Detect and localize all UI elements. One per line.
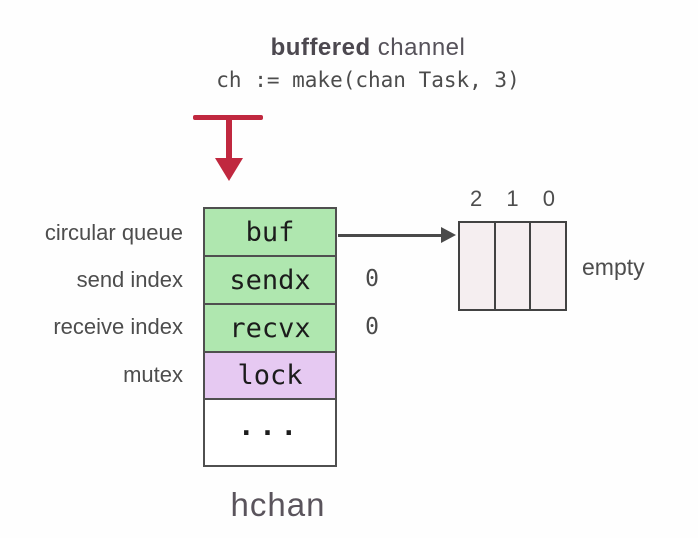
red-arrow-stem — [226, 118, 232, 162]
buffer-index-1: 1 — [506, 186, 519, 211]
struct-row-recvx: recvx — [205, 305, 335, 353]
red-arrow-bar — [193, 115, 263, 120]
red-arrow-down-icon — [215, 158, 243, 181]
recvx-value: 0 — [365, 314, 379, 340]
buffer-index-2: 2 — [470, 186, 483, 211]
buffer-status-label: empty — [582, 254, 645, 280]
buffer-cell-1 — [495, 223, 532, 309]
buffer-index-row: 2 1 0 — [458, 186, 567, 212]
code-line: ch := make(chan Task, 3) — [216, 68, 520, 92]
sendx-value: 0 — [365, 266, 379, 292]
ellipsis-text: ... — [238, 411, 302, 442]
struct-row-sendx: sendx — [205, 257, 335, 305]
label-circular-queue: circular queue — [44, 220, 183, 245]
title-emphasis: buffered — [270, 34, 371, 61]
diagram-title: buffered channel — [38, 34, 698, 62]
title-rest: channel — [370, 34, 466, 61]
buffer-array — [458, 221, 567, 311]
struct-row-lock: lock — [205, 353, 335, 400]
label-receive-index: receive index — [53, 314, 183, 339]
buffer-cell-2 — [460, 223, 496, 309]
buffer-index-0: 0 — [542, 186, 555, 211]
label-send-index: send index — [76, 267, 183, 292]
struct-row-buf: buf — [205, 209, 335, 257]
hchan-caption: hchan — [230, 486, 326, 523]
hchan-struct-table: buf sendx recvx lock ... — [203, 207, 337, 467]
buf-pointer-arrow — [338, 234, 446, 237]
buffer-cell-0 — [531, 223, 566, 309]
struct-row-ellipsis: ... — [205, 400, 335, 465]
label-mutex: mutex — [123, 362, 183, 387]
buf-pointer-arrowhead-icon — [441, 227, 456, 243]
